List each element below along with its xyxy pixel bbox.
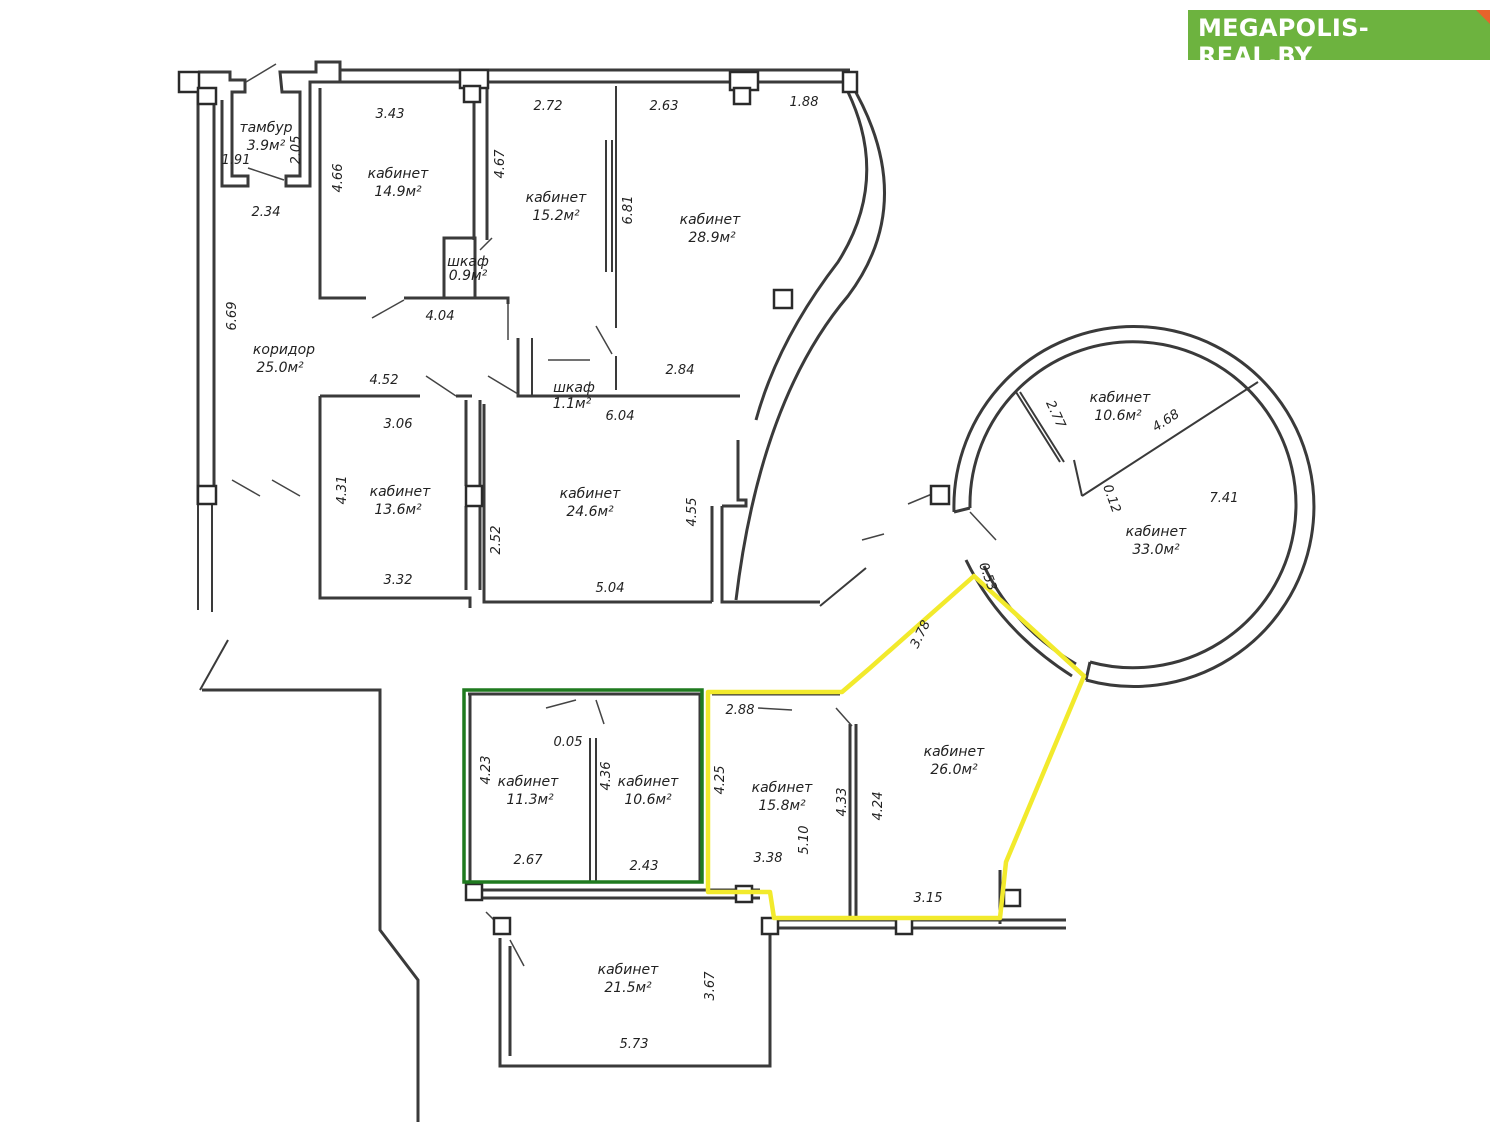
dimension: 2.72: [534, 99, 563, 114]
dimension: 4.66: [331, 164, 346, 193]
logo-tagline: портал о коммерческой недвижимости в Бел…: [1198, 70, 1455, 81]
dimension: 3.15: [914, 891, 943, 906]
room-name: кабинет: [618, 774, 680, 790]
dimension: 5.04: [596, 581, 625, 596]
lower-walls: [468, 692, 1066, 1068]
dimension: 6.04: [606, 409, 635, 424]
room-area: 21.5м²: [604, 980, 652, 996]
dimension: 5.10: [797, 826, 812, 855]
dimension: 4.55: [685, 498, 700, 527]
room-area: 14.9м²: [374, 184, 422, 200]
dimension: 2.05: [289, 136, 304, 165]
room-area: 33.0м²: [1132, 542, 1180, 558]
site-logo[interactable]: MEGAPOLIS-REAL.BY портал о коммерческой …: [1188, 10, 1490, 81]
room-name: коридор: [253, 342, 315, 358]
dimension: 4.36: [599, 762, 614, 791]
room-name: кабинет: [598, 962, 660, 978]
dimension: 2.52: [489, 526, 504, 555]
dimension: 4.23: [479, 756, 494, 785]
dimension: 0.53: [975, 561, 999, 593]
highlight-green-outline: [462, 688, 704, 884]
dimension: 6.69: [225, 302, 240, 331]
dimension: 1.88: [790, 95, 819, 110]
door-swings: [231, 63, 997, 967]
dimension: 2.34: [252, 205, 281, 220]
dimension: 2.77: [1042, 398, 1068, 431]
room-area: 28.9м²: [688, 230, 736, 246]
dimension: 1.91: [222, 153, 251, 168]
room-name: кабинет: [680, 212, 742, 228]
dimension: 4.68: [1150, 407, 1182, 435]
room-name: кабинет: [560, 486, 622, 502]
room-labels: тамбур 3.9м² кабинет 14.9м² кабинет 15.2…: [239, 120, 1187, 996]
dimension: 0.05: [554, 735, 583, 750]
dimension: 3.06: [384, 417, 413, 432]
room-name: кабинет: [924, 744, 986, 760]
walls: [196, 60, 886, 1122]
dimension: 2.67: [514, 853, 544, 868]
room-area: 0.9м²: [449, 268, 488, 284]
dimension: 3.38: [754, 851, 783, 866]
room-name: шкаф: [447, 254, 489, 270]
room-area: 10.6м²: [624, 792, 672, 808]
dimension: 6.81: [621, 196, 636, 225]
room-name: кабинет: [1126, 524, 1188, 540]
room-area: 15.8м²: [758, 798, 806, 814]
dimension: 4.67: [493, 149, 508, 179]
dimension-labels: 3.43 2.72 2.63 1.88 2.05 1.91 4.66 4.67 …: [222, 95, 1239, 1052]
dimension: 3.78: [908, 618, 934, 651]
room-name: кабинет: [752, 780, 814, 796]
room-name: кабинет: [498, 774, 560, 790]
dimension: 5.73: [620, 1037, 649, 1052]
room-name: тамбур: [239, 120, 292, 136]
dimension: 4.33: [835, 788, 850, 817]
columns: [177, 68, 1022, 936]
dimension: 4.52: [370, 373, 399, 388]
room-area: 15.2м²: [532, 208, 580, 224]
room-name: кабинет: [526, 190, 588, 206]
room-name: кабинет: [370, 484, 432, 500]
logo-corner-flag-icon: [1476, 10, 1490, 24]
room-area: 11.3м²: [506, 792, 554, 808]
room-area: 10.6м²: [1094, 408, 1142, 424]
room-name: кабинет: [368, 166, 430, 182]
dimension: 4.31: [335, 476, 350, 505]
room-area: 1.1м²: [553, 396, 592, 412]
room-area: 25.0м²: [256, 360, 304, 376]
room-name: шкаф: [553, 380, 595, 396]
dimension: 2.43: [630, 859, 659, 874]
dimension: 7.41: [1210, 491, 1239, 506]
dimension: 3.32: [384, 573, 413, 588]
dimension: 4.25: [713, 766, 728, 795]
room-area: 24.6м²: [566, 504, 614, 520]
dimension: 0.12: [1099, 483, 1123, 515]
room-area: 13.6м²: [374, 502, 422, 518]
dimension: 4.04: [426, 309, 455, 324]
dimension: 2.84: [666, 363, 695, 378]
dimension: 3.43: [376, 107, 405, 122]
highlight-yellow-outline: [705, 573, 1087, 921]
room-area: 26.0м²: [930, 762, 978, 778]
room-area: 3.9м²: [247, 138, 286, 154]
dimension: 2.63: [650, 99, 679, 114]
room-name: кабинет: [1090, 390, 1152, 406]
dimension: 4.24: [871, 792, 886, 821]
logo-brand: MEGAPOLIS-REAL.BY: [1198, 14, 1370, 70]
dimension: 2.88: [726, 703, 755, 718]
dimension: 3.67: [703, 971, 718, 1001]
round-room-walls: [952, 325, 1316, 688]
